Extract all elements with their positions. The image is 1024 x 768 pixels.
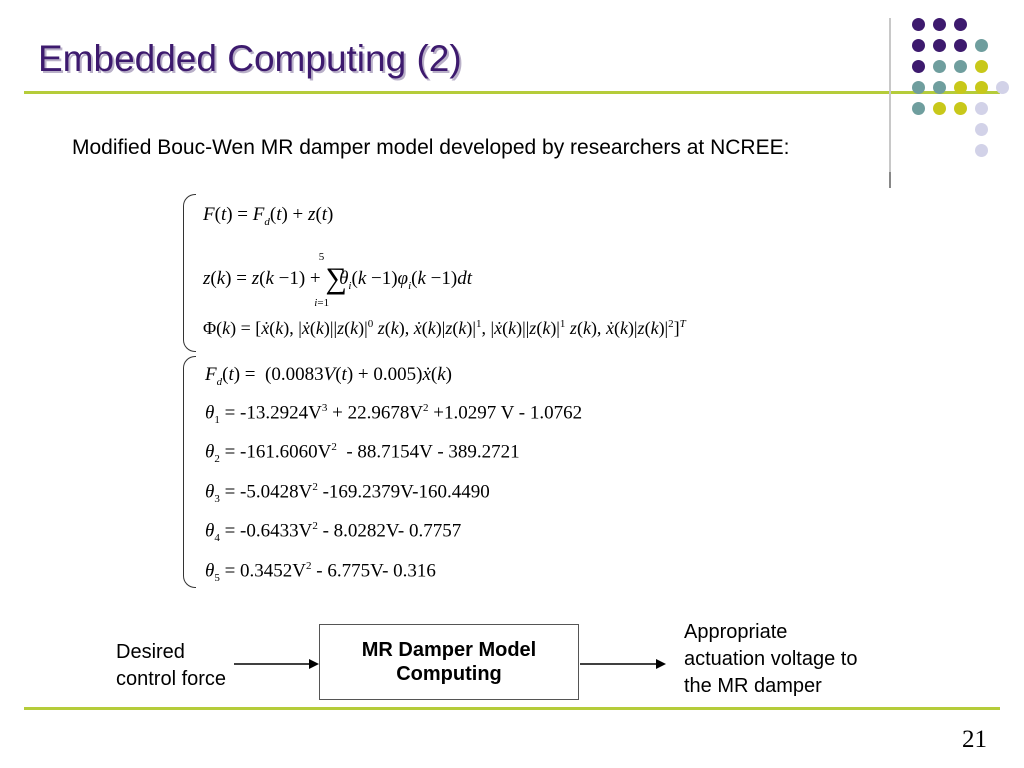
- decor-dot: [912, 102, 925, 115]
- equation-theta2: θ2 = -161.6060V2 - 88.7154V - 389.2721: [205, 441, 520, 466]
- decor-dot: [975, 81, 988, 94]
- title-underline: [24, 91, 1000, 94]
- slide-subtitle: Modified Bouc-Wen MR damper model develo…: [72, 136, 790, 159]
- footer-rule: [24, 707, 1000, 710]
- decor-dot: [975, 144, 988, 157]
- equation-theta3: θ3 = -5.0428V2 -169.2379V-160.4490: [205, 481, 490, 506]
- equation-theta5: θ5 = 0.3452V2 - 6.775V- 0.316: [205, 560, 436, 585]
- equation-brace-2: [183, 356, 196, 588]
- decor-dot: [933, 102, 946, 115]
- input-arrow: [234, 659, 319, 669]
- equation-brace-1: [183, 194, 196, 352]
- output-label: Appropriate actuation voltage to the MR …: [684, 619, 857, 700]
- equation-theta4: θ4 = -0.6433V2 - 8.0282V- 0.7757: [205, 520, 462, 545]
- input-label-line2: control force: [116, 668, 227, 690]
- decor-vertical-line: [889, 18, 891, 188]
- mr-damper-model-box: MR Damper Model Computing: [319, 624, 579, 700]
- output-label-line2: actuation voltage to: [684, 648, 858, 670]
- decor-dot: [933, 39, 946, 52]
- output-arrow: [580, 659, 666, 669]
- decor-dot: [912, 60, 925, 73]
- input-label: Desired control force: [116, 639, 226, 693]
- equation-force: F(t) = Fd(t) + z(t): [203, 204, 334, 228]
- decor-vertical-tick: [889, 172, 891, 188]
- decor-dot: [954, 102, 967, 115]
- decor-dot: [933, 60, 946, 73]
- decor-dot: [975, 123, 988, 136]
- decor-dot: [933, 81, 946, 94]
- output-label-line1: Appropriate: [684, 621, 788, 643]
- slide-title: Embedded Computing (2): [38, 38, 462, 79]
- decor-dot: [954, 60, 967, 73]
- input-label-line1: Desired: [116, 641, 185, 663]
- decor-dot: [954, 81, 967, 94]
- equation-fd: Fd(t) = (0.0083V(t) + 0.005)ẋ(k): [205, 364, 452, 388]
- decor-dot: [954, 18, 967, 31]
- equation-z-update: z(k) = z(k −1) + ∑5i=1θi(k −1)φi(k −1)dt: [203, 251, 472, 309]
- decor-dot: [912, 39, 925, 52]
- equation-theta1: θ1 = -13.2924V3 + 22.9678V2 +1.0297 V - …: [205, 402, 583, 427]
- output-label-line3: the MR damper: [684, 675, 822, 697]
- decor-dot: [975, 60, 988, 73]
- decor-dot: [996, 81, 1009, 94]
- box-label-line2: Computing: [396, 663, 502, 685]
- decor-dot: [975, 102, 988, 115]
- decor-dot: [912, 18, 925, 31]
- box-label-line1: MR Damper Model: [361, 639, 537, 661]
- page-number: 21: [962, 726, 987, 753]
- decor-dot: [954, 39, 967, 52]
- decor-dot: [912, 81, 925, 94]
- decor-dot: [933, 18, 946, 31]
- equation-phi: Φ(k) = [ẋ(k), |ẋ(k)||z(k)|0 z(k), ẋ(k)|z…: [203, 318, 686, 338]
- decor-dot: [975, 39, 988, 52]
